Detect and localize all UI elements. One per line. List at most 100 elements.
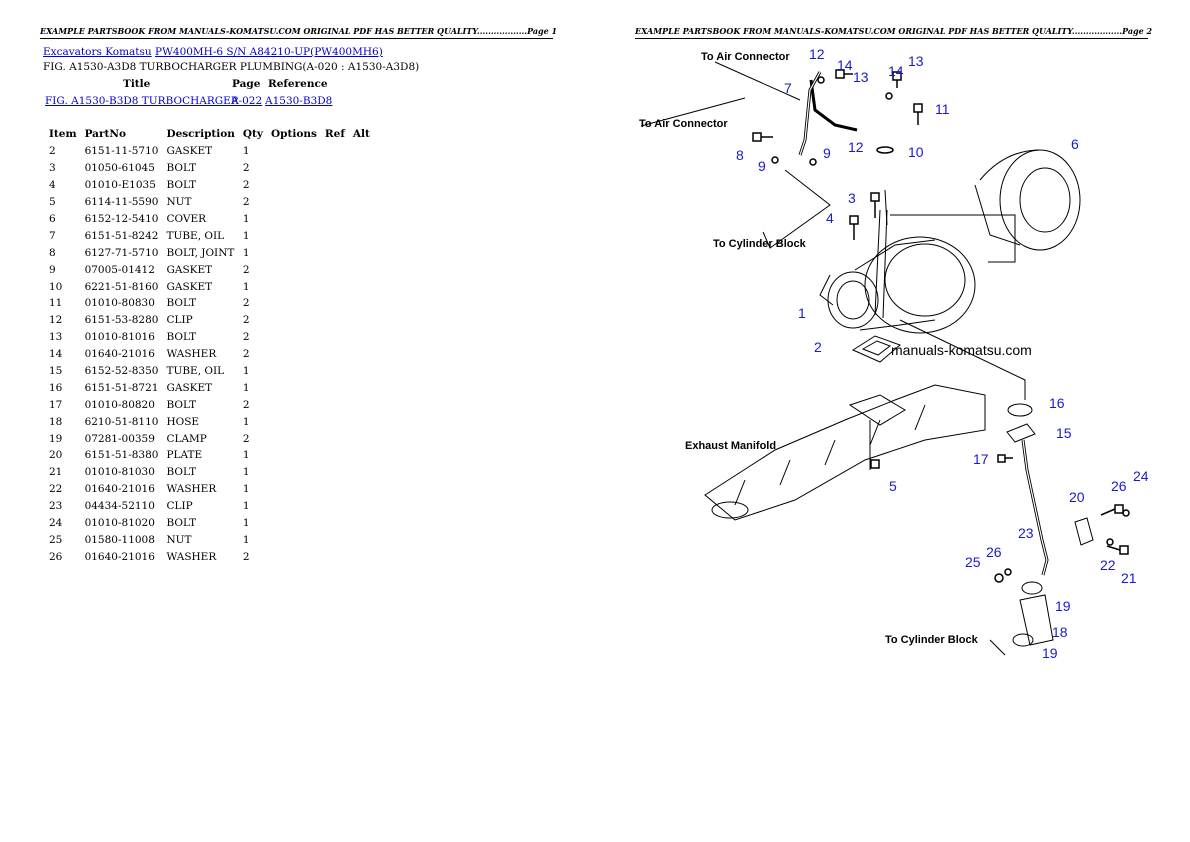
oil-tube-15-inner	[1022, 439, 1048, 576]
gasket-2	[851, 335, 901, 363]
parts-cell-partno: 01640-21016	[84, 483, 155, 496]
callout-2: 2	[814, 339, 822, 355]
callout-14b: 14	[888, 63, 904, 79]
parts-cell-partno: 01640-21016	[84, 550, 155, 563]
parts-cell-empty	[267, 329, 321, 346]
breadcrumb-link-excavators[interactable]: Excavators Komatsu	[43, 46, 152, 58]
callout-8: 8	[736, 147, 744, 163]
parts-cell-empty	[321, 548, 349, 565]
parts-cell-partno: 6152-52-8350	[84, 365, 159, 378]
callout-23: 23	[1018, 525, 1034, 541]
parts-cell-empty	[267, 143, 321, 160]
parts-cell-item: 23	[49, 500, 63, 513]
parts-cell-empty	[267, 379, 321, 396]
parts-cell-qty: 2	[242, 263, 250, 276]
callout-5: 5	[889, 478, 897, 494]
callout-9a: 9	[758, 158, 766, 174]
parts-cell-empty	[321, 346, 349, 363]
parts-cell-description: HOSE	[166, 415, 200, 428]
clamp-19b	[1012, 633, 1034, 647]
parts-cell-partno: 01640-21016	[84, 348, 155, 361]
parts-cell-empty	[321, 363, 349, 380]
parts-cell-empty	[321, 396, 349, 413]
parts-cell-description: BOLT	[166, 297, 197, 310]
breadcrumb-link-model[interactable]: PW400MH-6 S/N A84210-UP(PW400MH6)	[155, 46, 383, 58]
parts-cell-qty: 2	[242, 179, 250, 192]
ref-link-reference[interactable]: A1530-B3D8	[265, 95, 333, 107]
parts-cell-qty: 1	[242, 533, 250, 546]
parts-cell-empty	[267, 346, 321, 363]
parts-cell-item: 13	[49, 331, 63, 344]
parts-cell-description: COVER	[166, 213, 207, 225]
parts-cell-empty	[349, 278, 374, 295]
ref-header-title: Title	[123, 78, 151, 90]
callout-11: 11	[935, 101, 950, 117]
parts-cell-empty	[267, 430, 321, 447]
parts-cell-qty: 1	[242, 246, 250, 259]
parts-cell-empty	[349, 244, 374, 261]
callout-22: 22	[1100, 557, 1116, 573]
parts-cell-description: BOLT	[166, 162, 197, 175]
parts-cell-empty	[349, 312, 374, 329]
parts-cell-partno: 01010-80830	[84, 297, 155, 310]
parts-cell-empty	[321, 430, 349, 447]
ref-link-page[interactable]: A-022	[231, 95, 263, 107]
cover-6	[974, 149, 1081, 251]
callout-12a: 12	[809, 46, 825, 62]
callout-6: 6	[1071, 136, 1079, 152]
parts-cell-description: NUT	[166, 533, 192, 546]
callout-1: 1	[798, 305, 806, 321]
parts-cell-empty	[267, 498, 321, 515]
parts-cell-empty	[321, 515, 349, 532]
parts-cell-partno: 6210-51-8110	[84, 415, 159, 428]
parts-cell-description: WASHER	[166, 550, 217, 563]
parts-cell-empty	[321, 464, 349, 481]
parts-cell-description: PLATE	[166, 449, 203, 462]
callout-26a: 26	[1111, 478, 1127, 494]
parts-cell-partno: 6151-11-5710	[84, 145, 159, 158]
parts-cell-empty	[321, 447, 349, 464]
parts-col-options: Options	[271, 128, 317, 140]
parts-cell-description: GASKET	[166, 280, 213, 293]
callout-26b: 26	[986, 544, 1002, 560]
parts-cell-qty: 2	[242, 348, 250, 361]
parts-cell-empty	[267, 548, 321, 565]
callout-21: 21	[1121, 570, 1137, 586]
parts-cell-item: 17	[49, 398, 63, 411]
parts-cell-item: 20	[49, 449, 63, 462]
callout-12b: 12	[848, 139, 864, 155]
parts-cell-qty: 1	[242, 145, 250, 158]
callout-24: 24	[1133, 468, 1149, 484]
parts-cell-empty	[349, 363, 374, 380]
figure-title: FIG. A1530-A3D8 TURBOCHARGER PLUMBING(A-…	[43, 61, 420, 73]
parts-cell-item: 22	[49, 483, 63, 496]
page-header-2: EXAMPLE PARTSBOOK FROM MANUALS-KOMATSU.C…	[635, 26, 1152, 39]
parts-cell-partno: 01050-61045	[84, 162, 155, 175]
label-to-air-connector-1: To Air Connector	[701, 51, 790, 63]
hose-18	[1019, 594, 1054, 646]
parts-cell-empty	[321, 194, 349, 211]
parts-cell-empty	[267, 160, 321, 177]
parts-cell-empty	[267, 464, 321, 481]
parts-cell-empty	[321, 211, 349, 228]
parts-cell-item: 26	[49, 550, 63, 563]
parts-cell-empty	[349, 498, 374, 515]
callout-15: 15	[1056, 425, 1072, 441]
parts-cell-partno: 6114-11-5590	[84, 196, 159, 209]
parts-cell-empty	[349, 447, 374, 464]
parts-cell-description: BOLT	[166, 331, 197, 344]
parts-cell-empty	[321, 329, 349, 346]
ref-link-title[interactable]: FIG. A1530-B3D8 TURBOCHARGER	[45, 95, 239, 107]
